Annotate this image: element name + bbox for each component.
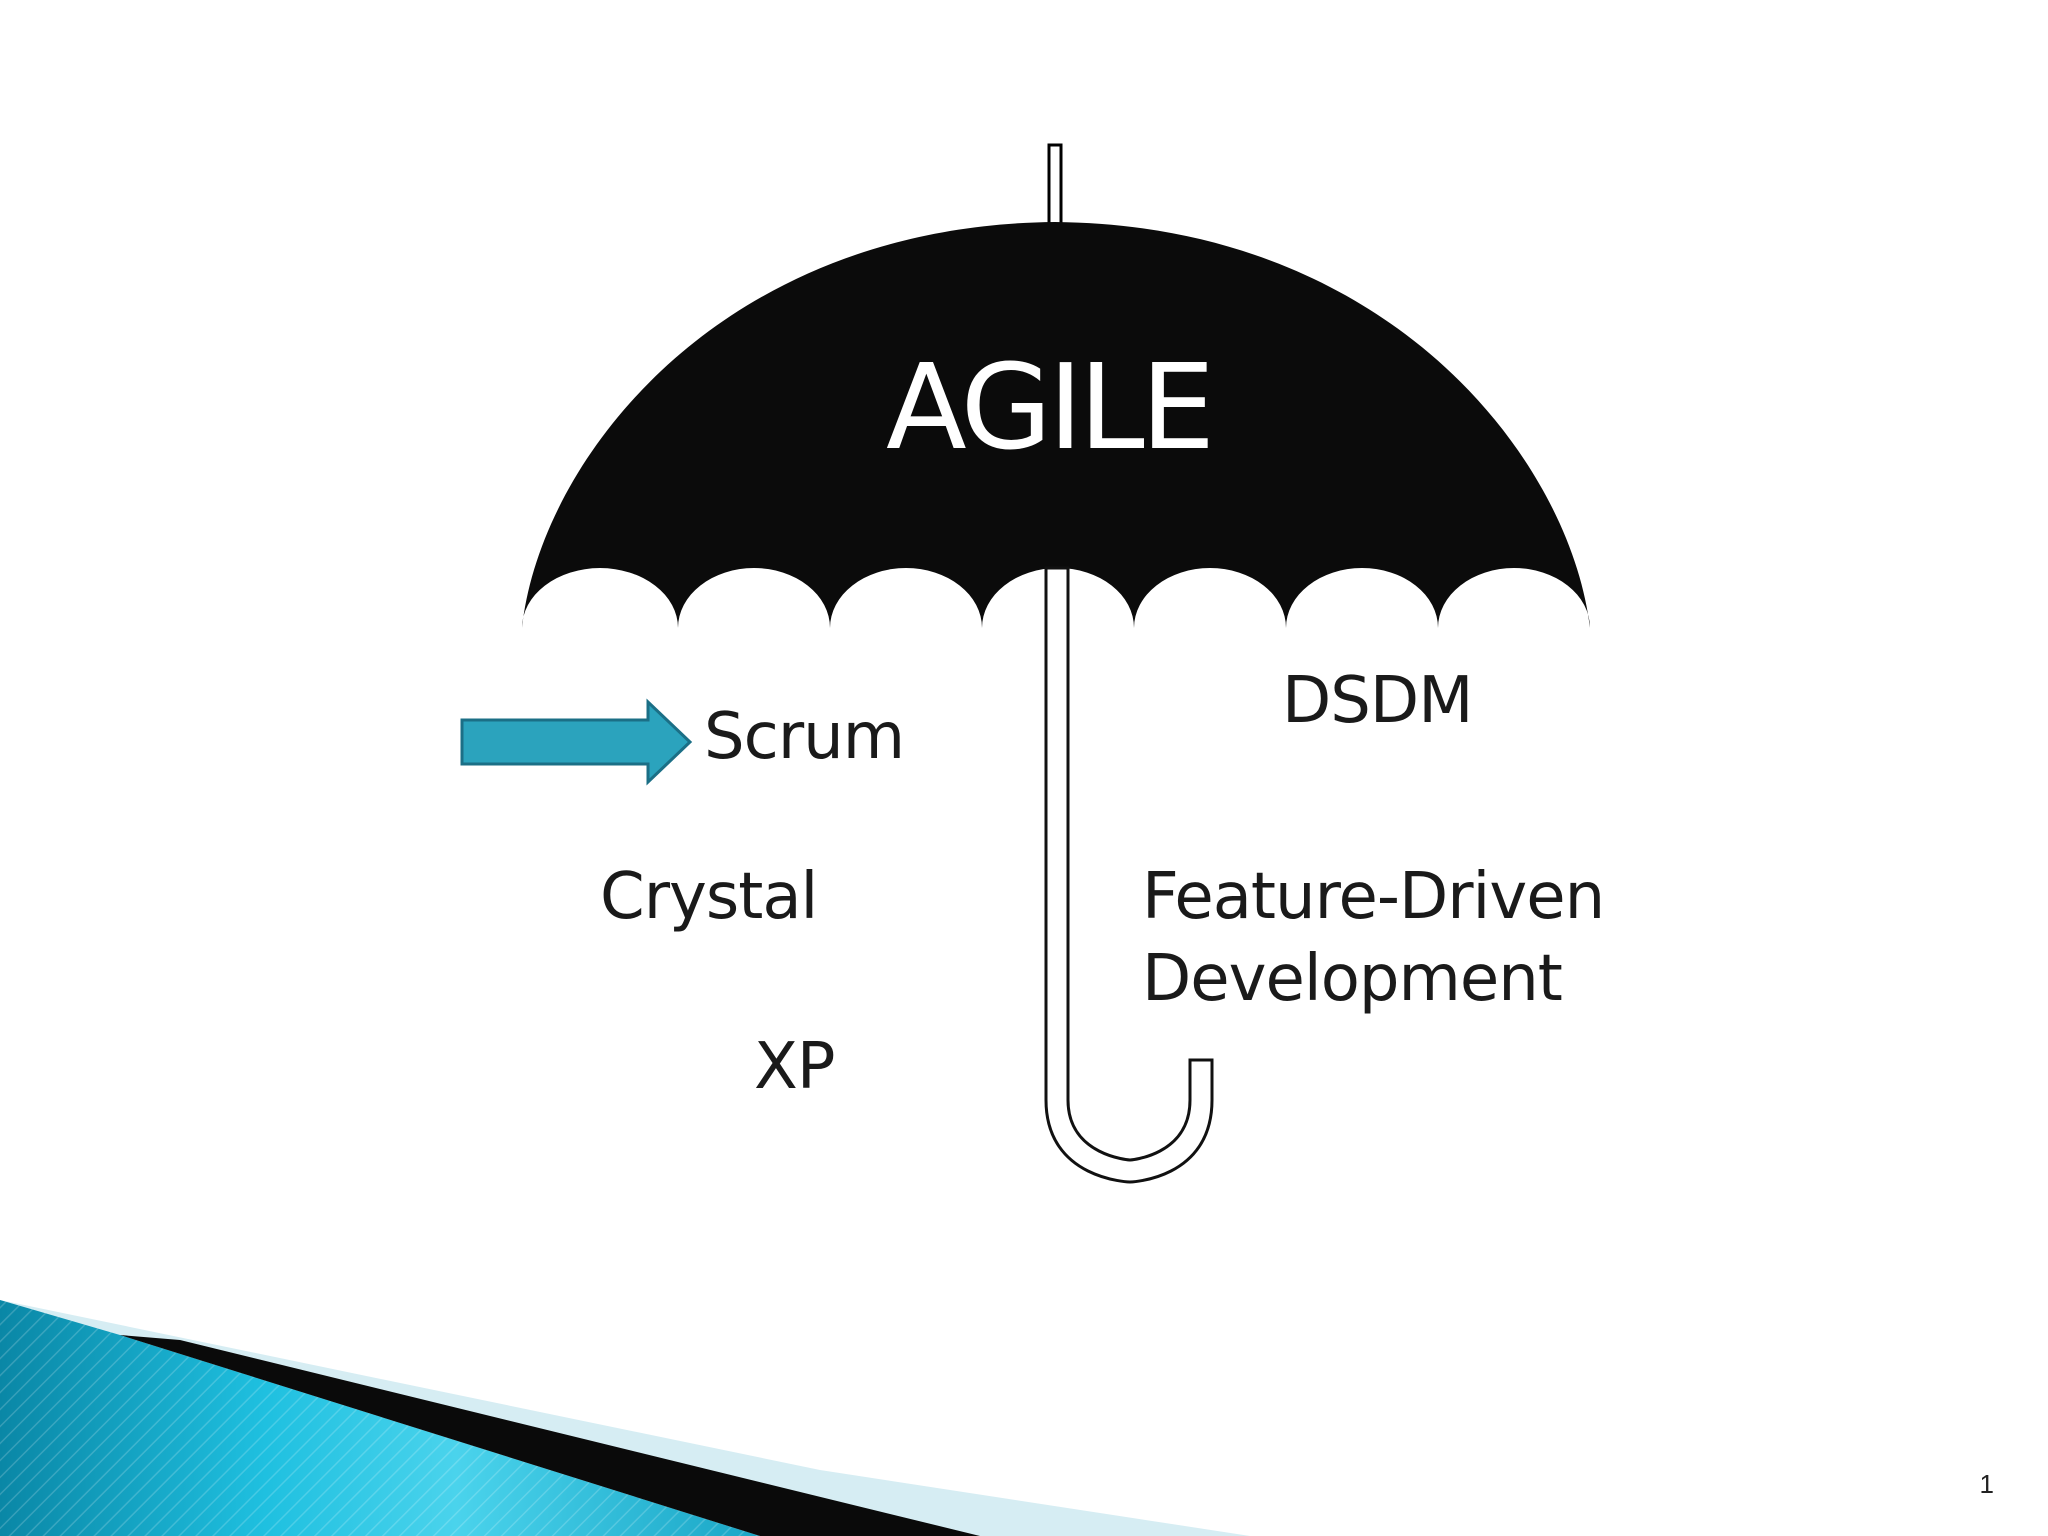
method-label-crystal: Crystal: [600, 860, 818, 934]
method-label-fdd-line2: Development: [1142, 942, 1563, 1016]
page-number: 1: [1979, 1469, 1994, 1499]
umbrella-title: AGILE: [886, 338, 1215, 476]
umbrella-handle: [1044, 566, 1214, 1184]
method-label-fdd-line1: Feature-Driven: [1142, 860, 1605, 934]
method-label-dsdm: DSDM: [1282, 664, 1473, 738]
method-label-xp: XP: [754, 1030, 835, 1104]
method-label-scrum: Scrum: [704, 700, 905, 774]
corner-decoration: [0, 1300, 1250, 1536]
umbrella-icon: [522, 143, 1590, 1184]
umbrella-canopy: [522, 222, 1590, 628]
arrow-right-icon: [460, 698, 693, 786]
